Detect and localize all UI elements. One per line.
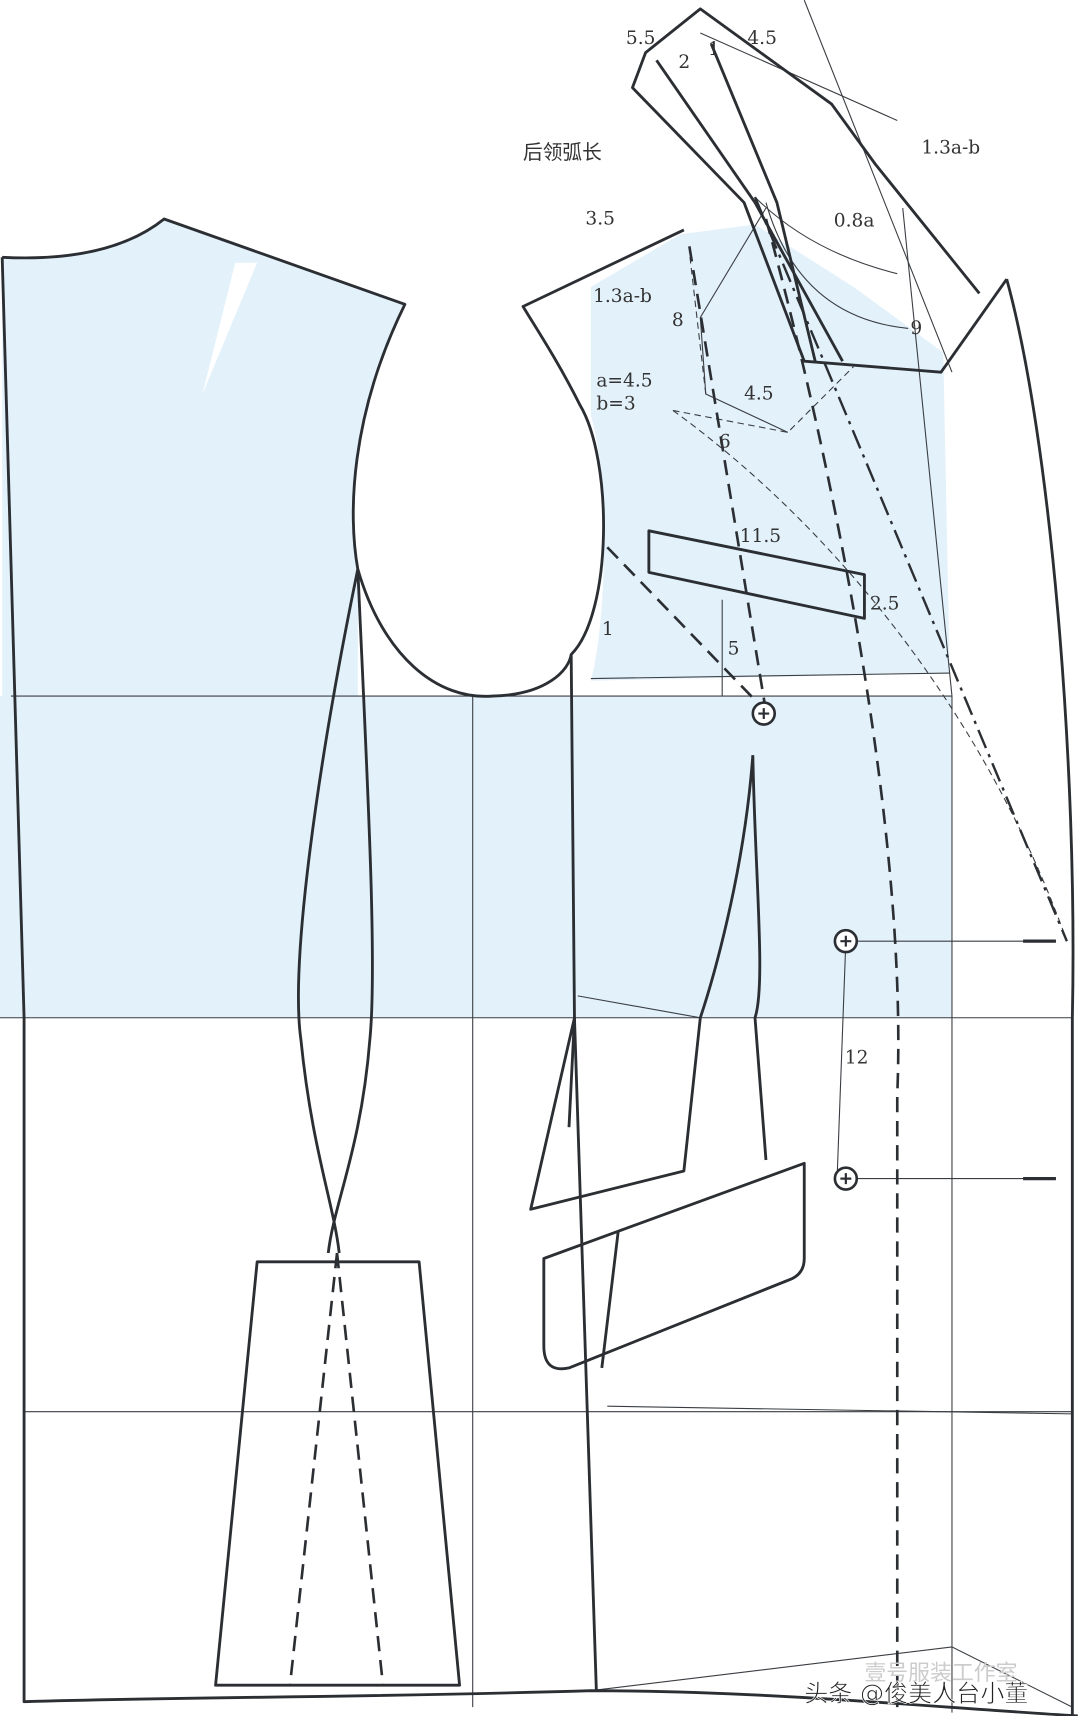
watermark-secondary: 壹号服装工作室 bbox=[864, 1661, 1017, 1686]
dimension-labels: 5.5 2 1 4.5 后领弧长 1.3a-b 3.5 0.8a 1.3a-b … bbox=[523, 28, 980, 1069]
center-front-line bbox=[753, 196, 1068, 942]
fabric-fill bbox=[0, 218, 952, 1018]
label: 6 bbox=[719, 432, 731, 453]
button-marks bbox=[751, 701, 1056, 1191]
vent-dashes bbox=[288, 1252, 385, 1686]
label: 0.8a bbox=[834, 211, 875, 232]
label: 2 bbox=[678, 52, 690, 73]
label: 1 bbox=[602, 619, 614, 640]
guide-dashed-curve bbox=[672, 410, 1068, 942]
label: 8 bbox=[672, 310, 684, 331]
label: 5.5 bbox=[626, 28, 656, 49]
label: 后领弧长 bbox=[523, 141, 602, 164]
dart-guide-line bbox=[606, 246, 768, 713]
button-icon bbox=[751, 701, 777, 726]
label: 4.5 bbox=[747, 28, 777, 49]
label: 12 bbox=[845, 1048, 869, 1069]
button-icon bbox=[833, 928, 859, 954]
label: a=4.5 bbox=[596, 370, 652, 391]
label: 2.5 bbox=[870, 594, 900, 615]
button-icon bbox=[833, 1166, 859, 1191]
label: b=3 bbox=[596, 393, 635, 414]
label: 4.5 bbox=[744, 384, 774, 405]
label: 1 bbox=[708, 39, 720, 60]
label: 3.5 bbox=[585, 208, 615, 229]
watermark: 头条 @俊美人台小董 bbox=[804, 1680, 1028, 1708]
label: 9 bbox=[910, 318, 922, 339]
label: 5 bbox=[728, 638, 740, 659]
highlight bbox=[202, 262, 258, 395]
label: 1.3a-b bbox=[593, 286, 652, 307]
pattern-outlines bbox=[0, 7, 1078, 1716]
label: 11.5 bbox=[740, 526, 781, 547]
label: 1.3a-b bbox=[921, 137, 980, 158]
guide-dashed bbox=[672, 251, 854, 433]
